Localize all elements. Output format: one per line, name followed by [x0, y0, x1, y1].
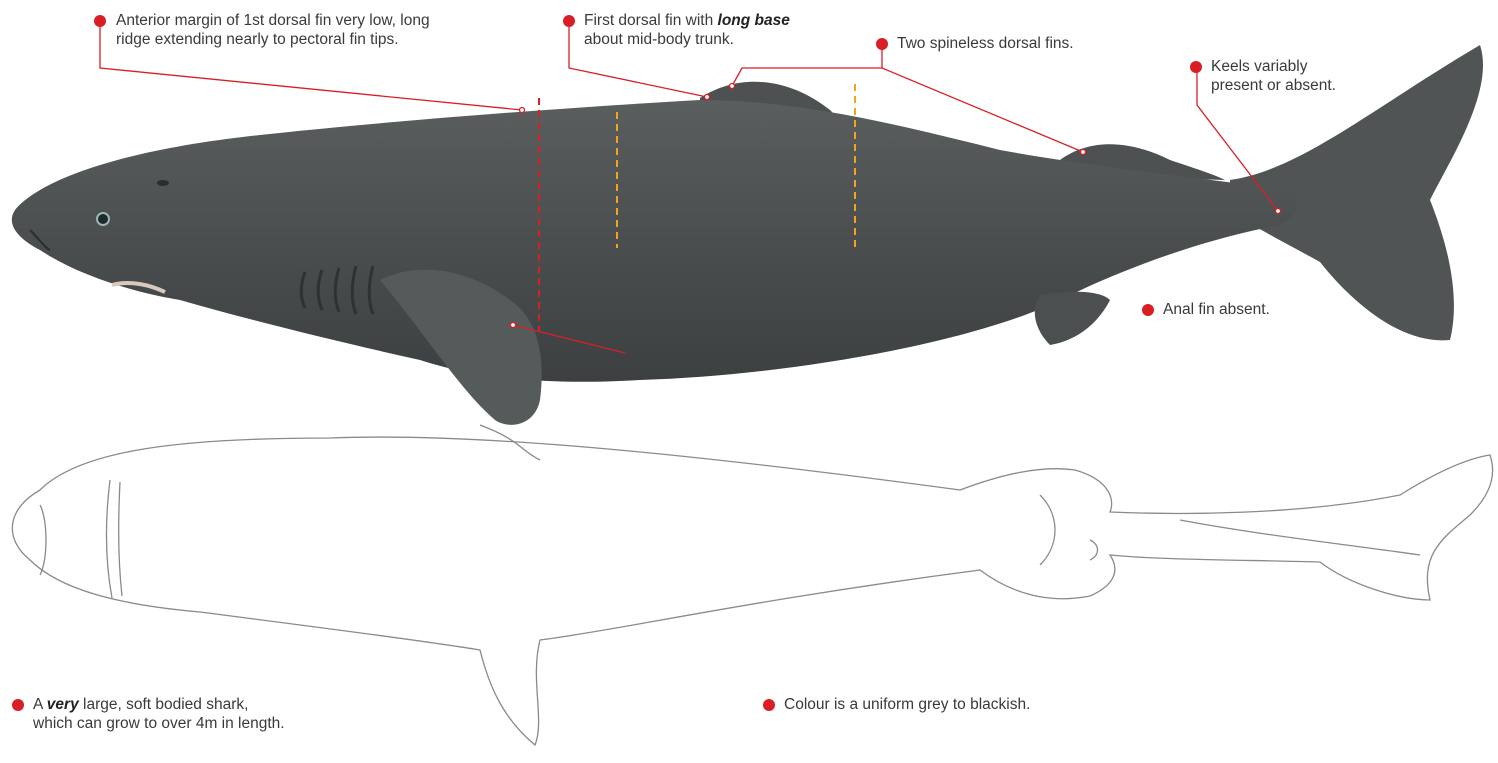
- annotation-keels-line1: Keels variably: [1211, 57, 1336, 76]
- annotation-large-line2: which can grow to over 4m in length.: [33, 714, 285, 733]
- annotation-keels-line2: present or absent.: [1211, 76, 1336, 95]
- annotation-large-emphasis: very: [47, 696, 79, 713]
- annotation-colour-text: Colour is a uniform grey to blackish.: [784, 695, 1030, 714]
- annotation-first-dorsal-pre: First dorsal fin with: [584, 12, 718, 29]
- annotation-anal-text: Anal fin absent.: [1163, 300, 1270, 319]
- annotation-first-dorsal-line2: about mid-body trunk.: [584, 30, 790, 49]
- annotation-first-dorsal-emphasis: long base: [718, 12, 790, 29]
- bullet-dot-icon: [1142, 304, 1154, 316]
- bullet-dot-icon: [12, 699, 24, 711]
- bullet-dot-icon: [1190, 61, 1202, 73]
- annotation-two-dorsal: Two spineless dorsal fins.: [897, 34, 1074, 53]
- annotation-large-post: large, soft bodied shark,: [79, 696, 249, 713]
- annotation-keels: Keels variably present or absent.: [1211, 57, 1336, 95]
- bullet-dot-icon: [94, 15, 106, 27]
- annotation-large: A very large, soft bodied shark, which c…: [33, 695, 285, 733]
- bullet-dot-icon: [763, 699, 775, 711]
- annotation-two-dorsal-text: Two spineless dorsal fins.: [897, 34, 1074, 53]
- bullet-dot-icon: [563, 15, 575, 27]
- annotation-anal: Anal fin absent.: [1163, 300, 1270, 319]
- annotation-dorsal-margin-line1: Anterior margin of 1st dorsal fin very l…: [116, 11, 430, 30]
- annotation-colour: Colour is a uniform grey to blackish.: [784, 695, 1030, 714]
- shark-lateral-illustration: [12, 45, 1483, 425]
- bullet-dot-icon: [876, 38, 888, 50]
- annotation-dorsal-margin: Anterior margin of 1st dorsal fin very l…: [116, 11, 430, 49]
- annotation-dorsal-margin-line2: ridge extending nearly to pectoral fin t…: [116, 30, 430, 49]
- annotation-large-pre: A: [33, 696, 47, 713]
- annotation-first-dorsal: First dorsal fin with long base about mi…: [584, 11, 790, 49]
